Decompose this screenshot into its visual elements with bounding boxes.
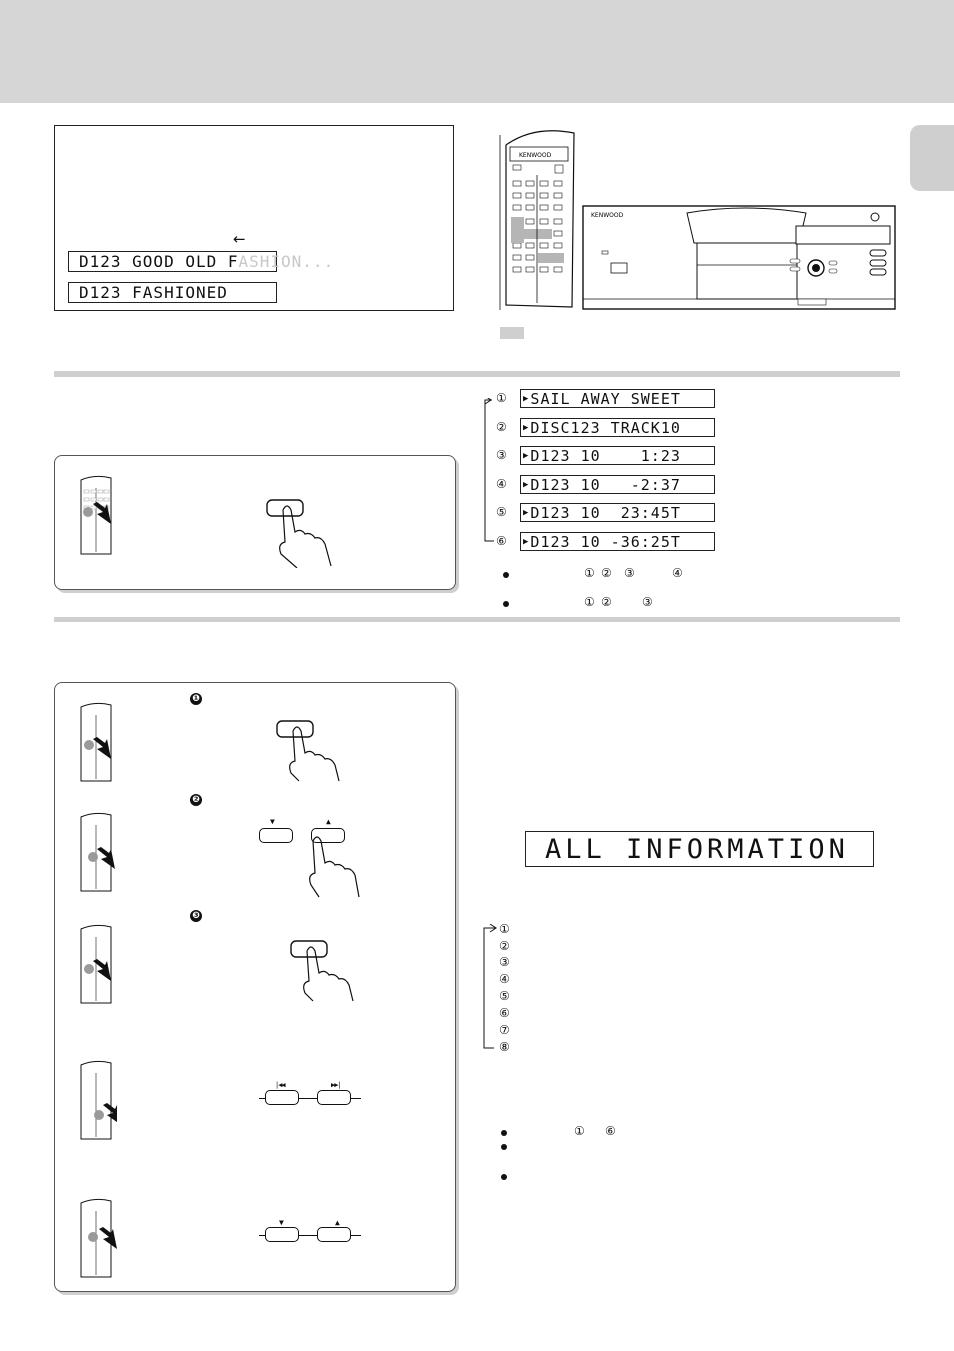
down-button[interactable] bbox=[265, 1227, 299, 1242]
note-ref: ⑥ bbox=[605, 1124, 616, 1138]
scroll-example-box: ← D123 GOOD OLD FASHION... D123 FASHIONE… bbox=[54, 125, 454, 311]
mode-display-2: ▶DISC123 TRACK10 bbox=[520, 418, 715, 437]
mode-display-1: ▶SAIL AWAY SWEET bbox=[520, 389, 715, 408]
note-ref: ④ bbox=[672, 566, 683, 580]
header-band bbox=[0, 0, 954, 103]
mode-number: ② bbox=[496, 420, 507, 434]
small-remote-icon bbox=[80, 924, 112, 1004]
all-information-text: ALL INFORMATION bbox=[545, 834, 849, 865]
scroll-line-1: D123 GOOD OLD FASHION... bbox=[68, 251, 333, 272]
up-arrow-icon: ▲ bbox=[335, 1218, 340, 1227]
scroll-line-1-visible: D123 GOOD OLD F bbox=[79, 252, 239, 271]
mode-number: ③ bbox=[496, 448, 507, 462]
up-arrow-icon: ▲ bbox=[326, 817, 331, 826]
info-item: ② bbox=[499, 939, 510, 953]
display-mode-list: ① ▶SAIL AWAY SWEET ② ▶DISC123 TRACK10 ③ … bbox=[496, 389, 726, 557]
down-button[interactable] bbox=[259, 828, 293, 843]
note-ref: ② bbox=[601, 566, 612, 580]
note-ref: ③ bbox=[642, 595, 653, 609]
small-remote-icon bbox=[80, 812, 115, 892]
note-ref: ② bbox=[601, 595, 612, 609]
remote-illustration: KENWOOD bbox=[499, 130, 575, 310]
info-item: ⑧ bbox=[499, 1040, 510, 1054]
note-ref: ① bbox=[584, 566, 595, 580]
press-button-hand bbox=[266, 499, 332, 568]
cycle-bracket bbox=[484, 398, 494, 542]
mode-display-3: ▶D123 10 1:23 bbox=[520, 446, 715, 465]
prev-track-button[interactable] bbox=[265, 1090, 299, 1105]
mode-number: ④ bbox=[496, 477, 507, 491]
info-item: ⑦ bbox=[499, 1023, 510, 1037]
press-button-hand bbox=[276, 720, 340, 782]
button-pair-line bbox=[259, 1098, 361, 1099]
down-arrow-icon: ▼ bbox=[279, 1218, 284, 1227]
mode-display-6: ▶D123 10 -36:25T bbox=[520, 532, 715, 551]
next-track-button[interactable] bbox=[317, 1090, 351, 1105]
info-item: ④ bbox=[499, 972, 510, 986]
next-track-icon: ▶▶| bbox=[331, 1081, 342, 1089]
note-ref: ① bbox=[584, 595, 595, 609]
prev-track-icon: |◀◀ bbox=[275, 1081, 286, 1089]
note-bullet bbox=[503, 601, 509, 607]
section-tab bbox=[910, 125, 954, 191]
info-item: ① bbox=[499, 922, 510, 936]
press-button-hand bbox=[290, 940, 354, 1002]
section-rule-2 bbox=[54, 617, 900, 622]
note-bullet bbox=[501, 1144, 507, 1150]
remote-logo: KENWOOD bbox=[519, 152, 552, 159]
info-item: ③ bbox=[499, 955, 510, 969]
scroll-line-1-overflow: ASHION... bbox=[238, 252, 335, 271]
small-remote-icon bbox=[80, 702, 112, 782]
hand-icon bbox=[309, 836, 360, 898]
info-cycle-bracket bbox=[483, 924, 497, 1049]
mode-number: ⑥ bbox=[496, 534, 507, 548]
info-item: ⑤ bbox=[499, 989, 510, 1003]
display-button-panel bbox=[54, 455, 456, 590]
mode-number: ⑤ bbox=[496, 505, 507, 519]
small-remote-icon bbox=[80, 475, 112, 555]
note-ref: ③ bbox=[624, 566, 635, 580]
note-bullet bbox=[501, 1130, 507, 1136]
player-logo: KENWOOD bbox=[591, 212, 624, 219]
up-button[interactable] bbox=[317, 1227, 351, 1242]
player-illustration: KENWOOD bbox=[582, 205, 896, 310]
note-bullet bbox=[501, 1174, 507, 1180]
section-rule-1 bbox=[54, 371, 900, 377]
button-pair-line bbox=[259, 1235, 361, 1236]
setting-steps-panel: ❶ ❷ ❸ ▼ ▲ |◀◀ ▶▶| bbox=[54, 682, 456, 1292]
scroll-line-2: D123 FASHIONED bbox=[68, 282, 277, 303]
step-2-number: ❷ bbox=[190, 794, 202, 806]
info-item: ⑥ bbox=[499, 1006, 510, 1020]
note-ref: ① bbox=[574, 1124, 585, 1138]
legend-swatch bbox=[500, 327, 524, 339]
note-bullet bbox=[503, 572, 509, 578]
scroll-arrow-icon: ← bbox=[233, 230, 246, 248]
mode-display-5: ▶D123 10 23:45T bbox=[520, 503, 715, 522]
remote-and-player-illustration: KENWOOD KENWOOD bbox=[499, 130, 896, 339]
small-remote-icon bbox=[80, 1198, 117, 1278]
step-1-number: ❶ bbox=[190, 693, 202, 705]
step-3-number: ❸ bbox=[190, 910, 202, 922]
all-information-display: ALL INFORMATION bbox=[525, 831, 874, 867]
mode-display-4: ▶D123 10 -2:37 bbox=[520, 475, 715, 494]
down-arrow-icon: ▼ bbox=[270, 817, 275, 826]
mode-number: ① bbox=[496, 391, 507, 405]
small-remote-icon bbox=[80, 1060, 117, 1140]
